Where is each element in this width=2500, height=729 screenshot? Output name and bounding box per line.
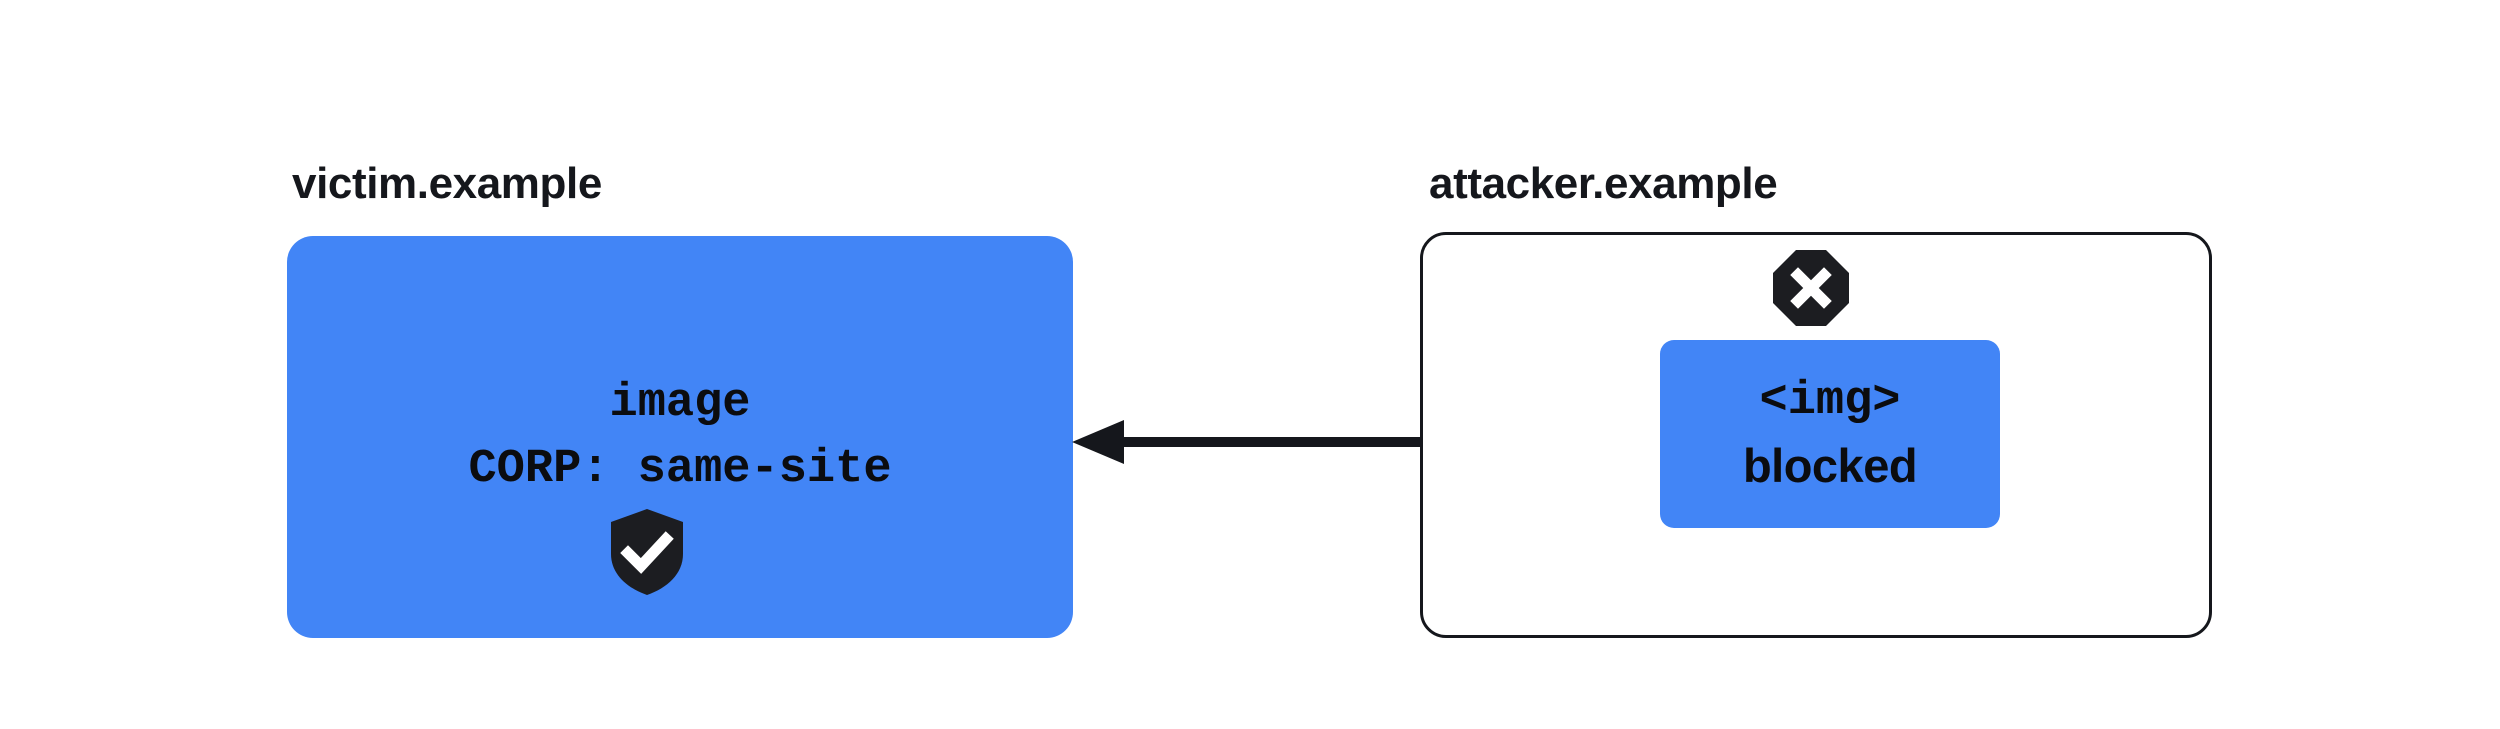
octagon-x-icon (1772, 249, 1850, 327)
blocked-request-arrow (1060, 408, 1680, 476)
blocked-img-tag: <img> (1759, 375, 1901, 428)
blocked-img-status: blocked (1742, 439, 1918, 492)
attacker-origin-label: attacker.example (1429, 159, 1778, 208)
shield-check-icon (609, 508, 685, 596)
blocked-img-box: <img> blocked (1660, 340, 2000, 528)
victim-resource-name: image (609, 377, 751, 430)
victim-resource-header: CORP: same-site (468, 443, 892, 496)
victim-resource-box: image CORP: same-site (287, 236, 1073, 638)
victim-origin-label: victim.example (292, 159, 602, 208)
